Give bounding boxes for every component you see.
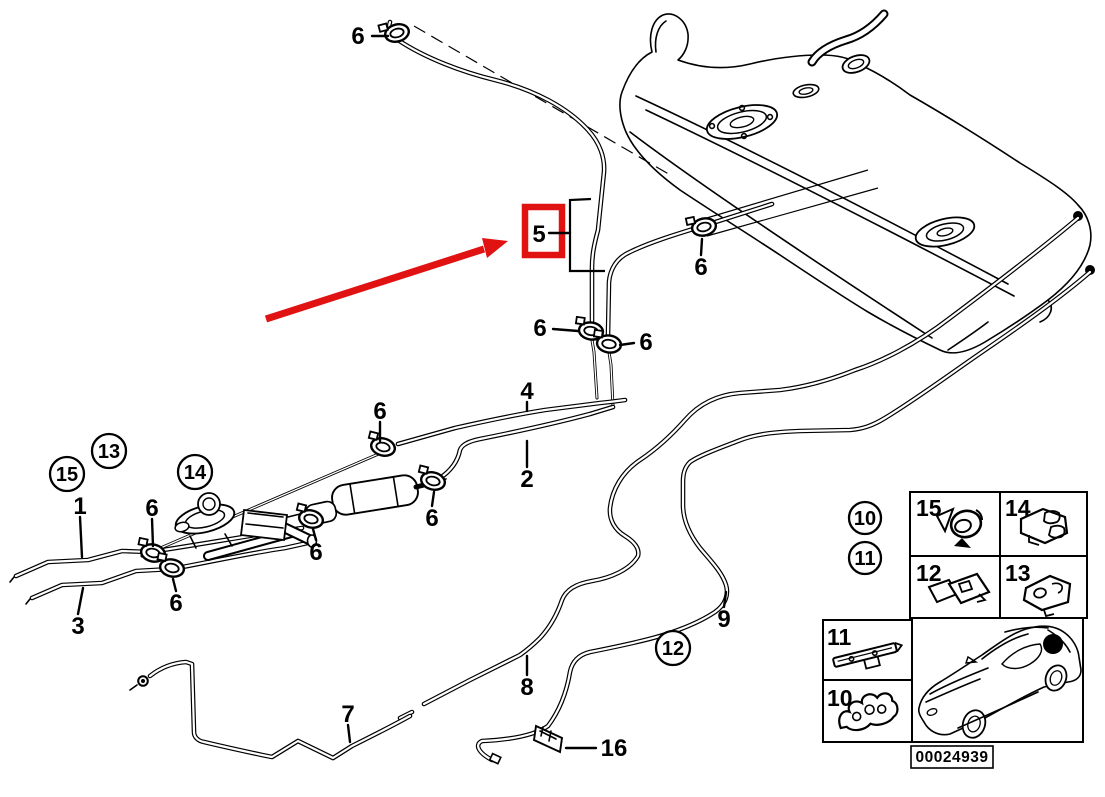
highlight-arrow (264, 245, 486, 323)
hose-clamp-icon (377, 17, 412, 47)
callout-5: 5 (532, 221, 545, 248)
callout-leaders (76, 34, 728, 750)
svg-text:11: 11 (854, 548, 875, 570)
circled-callout-12: 12 (654, 629, 692, 667)
leader-lines (413, 25, 879, 237)
hose-clamps (134, 17, 719, 581)
hose-clamp-icon (153, 551, 188, 581)
highlight-box-part-5 (521, 203, 566, 259)
hose-clamp-icon (364, 430, 399, 460)
svg-text:15: 15 (56, 464, 78, 486)
part-5-range-bracket (568, 197, 605, 273)
clip-12-icon (927, 572, 991, 605)
svg-text:13: 13 (98, 441, 120, 463)
callout-6: 6 (639, 329, 652, 356)
fuel-pump-assembly (174, 492, 318, 561)
vent-port-icon (792, 83, 820, 99)
callout-6: 6 (694, 254, 707, 281)
pipe-3 (25, 539, 315, 605)
legend-inset: 15 14 12 13 11 10 (822, 491, 1088, 769)
callout-6: 6 (169, 590, 182, 617)
callout-4: 4 (520, 378, 534, 405)
callout-6: 6 (425, 505, 438, 532)
svg-text:14: 14 (184, 462, 207, 484)
pipe-9 (475, 269, 1093, 765)
right-sender-flange-icon (914, 216, 976, 248)
circled-callouts: 15 13 14 12 10 11 (48, 432, 883, 667)
circled-callout-15: 15 (48, 455, 86, 493)
clip-10-icon (838, 692, 899, 732)
callout-6: 6 (533, 315, 546, 342)
circled-callout-10: 10 (847, 500, 883, 536)
clip-13-icon (1022, 574, 1072, 618)
callout-6: 6 (373, 398, 386, 425)
legend-cell-11-label: 11 (827, 624, 852, 650)
circled-callout-13: 13 (90, 432, 128, 470)
callout-6: 6 (145, 495, 158, 522)
svg-text:12: 12 (662, 638, 684, 660)
circled-callout-14: 14 (176, 453, 214, 491)
pipe-2 (437, 404, 616, 481)
part-number-label: 00024939 (916, 749, 989, 766)
part-number-box: 00024939 (910, 745, 994, 769)
callout-6: 6 (309, 539, 322, 566)
circled-callout-11: 11 (847, 540, 883, 576)
callout-6: 6 (351, 23, 364, 50)
callout-7: 7 (341, 701, 354, 728)
clip-14-icon (1019, 507, 1069, 546)
svg-text:10: 10 (854, 508, 876, 530)
callout-9: 9 (717, 606, 730, 633)
plain-callouts: 6 5 6 6 6 6 6 6 6 6 1 3 4 2 7 8 9 16 (71, 23, 730, 762)
pipe-part-5 (386, 19, 775, 408)
pump-suction-tube (140, 447, 392, 558)
highlight-annotation (264, 203, 566, 323)
callout-8: 8 (520, 674, 533, 701)
filler-hose-icon (807, 9, 889, 74)
pipe-7 (129, 659, 413, 761)
callout-3: 3 (71, 613, 84, 640)
pipe-4 (386, 397, 628, 453)
highlight-arrowhead-icon (482, 238, 508, 258)
fuel-tank (619, 9, 1095, 354)
clip-11-icon (832, 642, 904, 670)
left-sender-flange-icon (705, 104, 779, 140)
callout-2: 2 (520, 466, 533, 493)
car-location-thumbnail (917, 625, 1082, 739)
callout-1: 1 (73, 493, 86, 520)
pipe-8 (397, 215, 1081, 721)
callout-16: 16 (601, 735, 628, 762)
legend-cell-13-label: 13 (1005, 560, 1031, 586)
bracket-16 (532, 724, 564, 754)
legend-cell-12-label: 12 (916, 560, 942, 586)
clip-15-icon (935, 507, 984, 548)
tank-location-dot (1043, 634, 1063, 654)
